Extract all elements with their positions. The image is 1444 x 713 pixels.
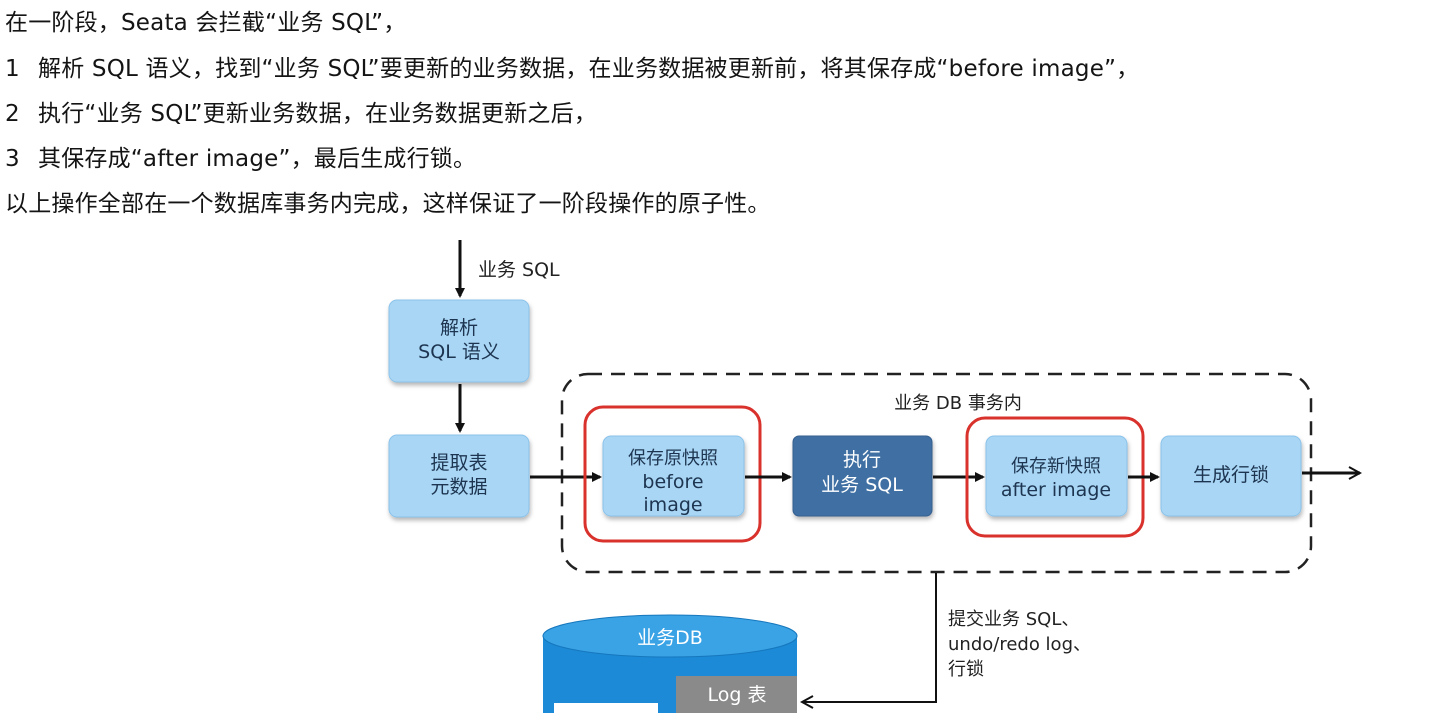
before-box-line-1: 保存原快照 bbox=[628, 448, 718, 469]
execute-sql-box: 执行 业务 SQL bbox=[792, 435, 933, 517]
after-box-line-2: after image bbox=[1001, 479, 1111, 501]
parse-box-line-1: 解析 bbox=[440, 317, 478, 339]
parse-box-line-2: SQL 语义 bbox=[418, 341, 500, 363]
commit-note-line-3: 行锁 bbox=[948, 659, 984, 680]
metadata-box-line-2: 元数据 bbox=[430, 476, 487, 498]
step-3-text: 其保存成“after image”，最后生成行锁。 bbox=[38, 146, 477, 172]
intro-line-1: 在一阶段，Seata 会拦截“业务 SQL”， bbox=[5, 10, 407, 36]
commit-note-line-1: 提交业务 SQL、 bbox=[948, 609, 1079, 630]
input-sql-label: 业务 SQL bbox=[478, 259, 560, 281]
commit-arrow bbox=[802, 573, 937, 702]
after-box-line-1: 保存新快照 bbox=[1011, 456, 1101, 477]
intro-summary: 以上操作全部在一个数据库事务内完成，这样保证了一阶段操作的原子性。 bbox=[5, 191, 771, 217]
commit-note-line-2: undo/redo log、 bbox=[948, 634, 1091, 655]
log-table bbox=[676, 676, 797, 713]
before-image-highlight bbox=[583, 405, 762, 543]
business-db-cylinder: 业务DB Log 表 bbox=[542, 614, 798, 713]
execute-box-line-1: 执行 bbox=[843, 449, 881, 471]
step-2-text: 执行“业务 SQL”更新业务数据，在业务数据更新之后， bbox=[38, 101, 598, 127]
intro-step-2: 2 执行“业务 SQL”更新业务数据，在业务数据更新之后， bbox=[5, 99, 597, 129]
intro-step-3: 3 其保存成“after image”，最后生成行锁。 bbox=[5, 144, 476, 174]
metadata-box-line-1: 提取表 bbox=[430, 452, 487, 474]
before-box-line-3: image bbox=[643, 494, 702, 516]
parse-sql-box: 解析 SQL 语义 bbox=[388, 299, 530, 383]
transaction-label: 业务 DB 事务内 bbox=[894, 393, 1022, 414]
db-label: 业务DB bbox=[637, 627, 703, 649]
extract-metadata-box: 提取表 元数据 bbox=[388, 434, 530, 518]
save-after-image-box: 保存新快照 after image bbox=[985, 435, 1128, 517]
db-inner-panel bbox=[554, 703, 658, 713]
log-table-label: Log 表 bbox=[708, 684, 767, 706]
lock-box-label: 生成行锁 bbox=[1193, 464, 1269, 486]
save-before-image-box: 保存原快照 before image bbox=[602, 435, 745, 517]
intro-step-1: 1 解析 SQL 语义，找到“业务 SQL”要更新的业务数据，在业务数据被更新前，… bbox=[5, 54, 1139, 84]
before-box-line-2: before bbox=[642, 471, 703, 493]
step-1-text: 解析 SQL 语义，找到“业务 SQL”要更新的业务数据，在业务数据被更新前，将… bbox=[38, 56, 1140, 82]
step-3-number: 3 bbox=[5, 146, 20, 172]
step-1-number: 1 bbox=[5, 56, 20, 82]
step-2-number: 2 bbox=[5, 101, 20, 127]
execute-box-line-2: 业务 SQL bbox=[821, 474, 903, 496]
generate-row-lock-box: 生成行锁 bbox=[1160, 435, 1302, 517]
